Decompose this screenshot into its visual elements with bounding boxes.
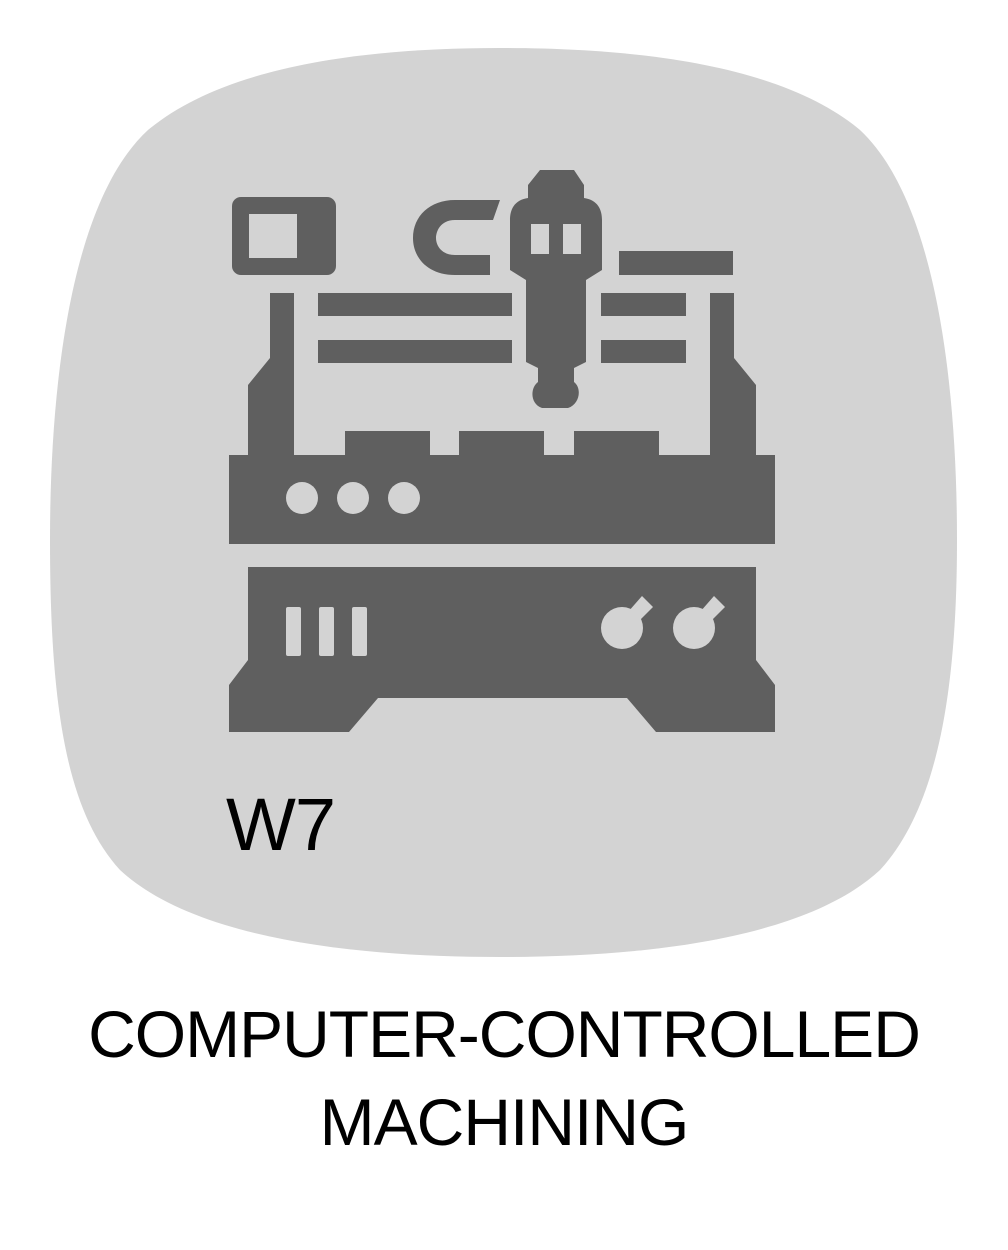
cnc-machine-icon (229, 170, 775, 732)
control-knob-icon (673, 596, 725, 649)
left-column (248, 293, 294, 455)
indicator-light (388, 482, 420, 514)
vent-slot (319, 607, 334, 656)
indicator-light (337, 482, 369, 514)
right-column (710, 293, 756, 455)
caption-line-1: COMPUTER-CONTROLLED (88, 997, 921, 1071)
indicator-light (286, 482, 318, 514)
vent-slot (286, 607, 301, 656)
badge-background (50, 48, 957, 957)
vent-slot (352, 607, 367, 656)
badge-code: W7 (226, 783, 336, 866)
cable-hook (413, 200, 500, 275)
caption-line-2: MACHINING (319, 1085, 690, 1159)
machine-bed (229, 455, 775, 544)
control-knob-icon (601, 596, 653, 649)
